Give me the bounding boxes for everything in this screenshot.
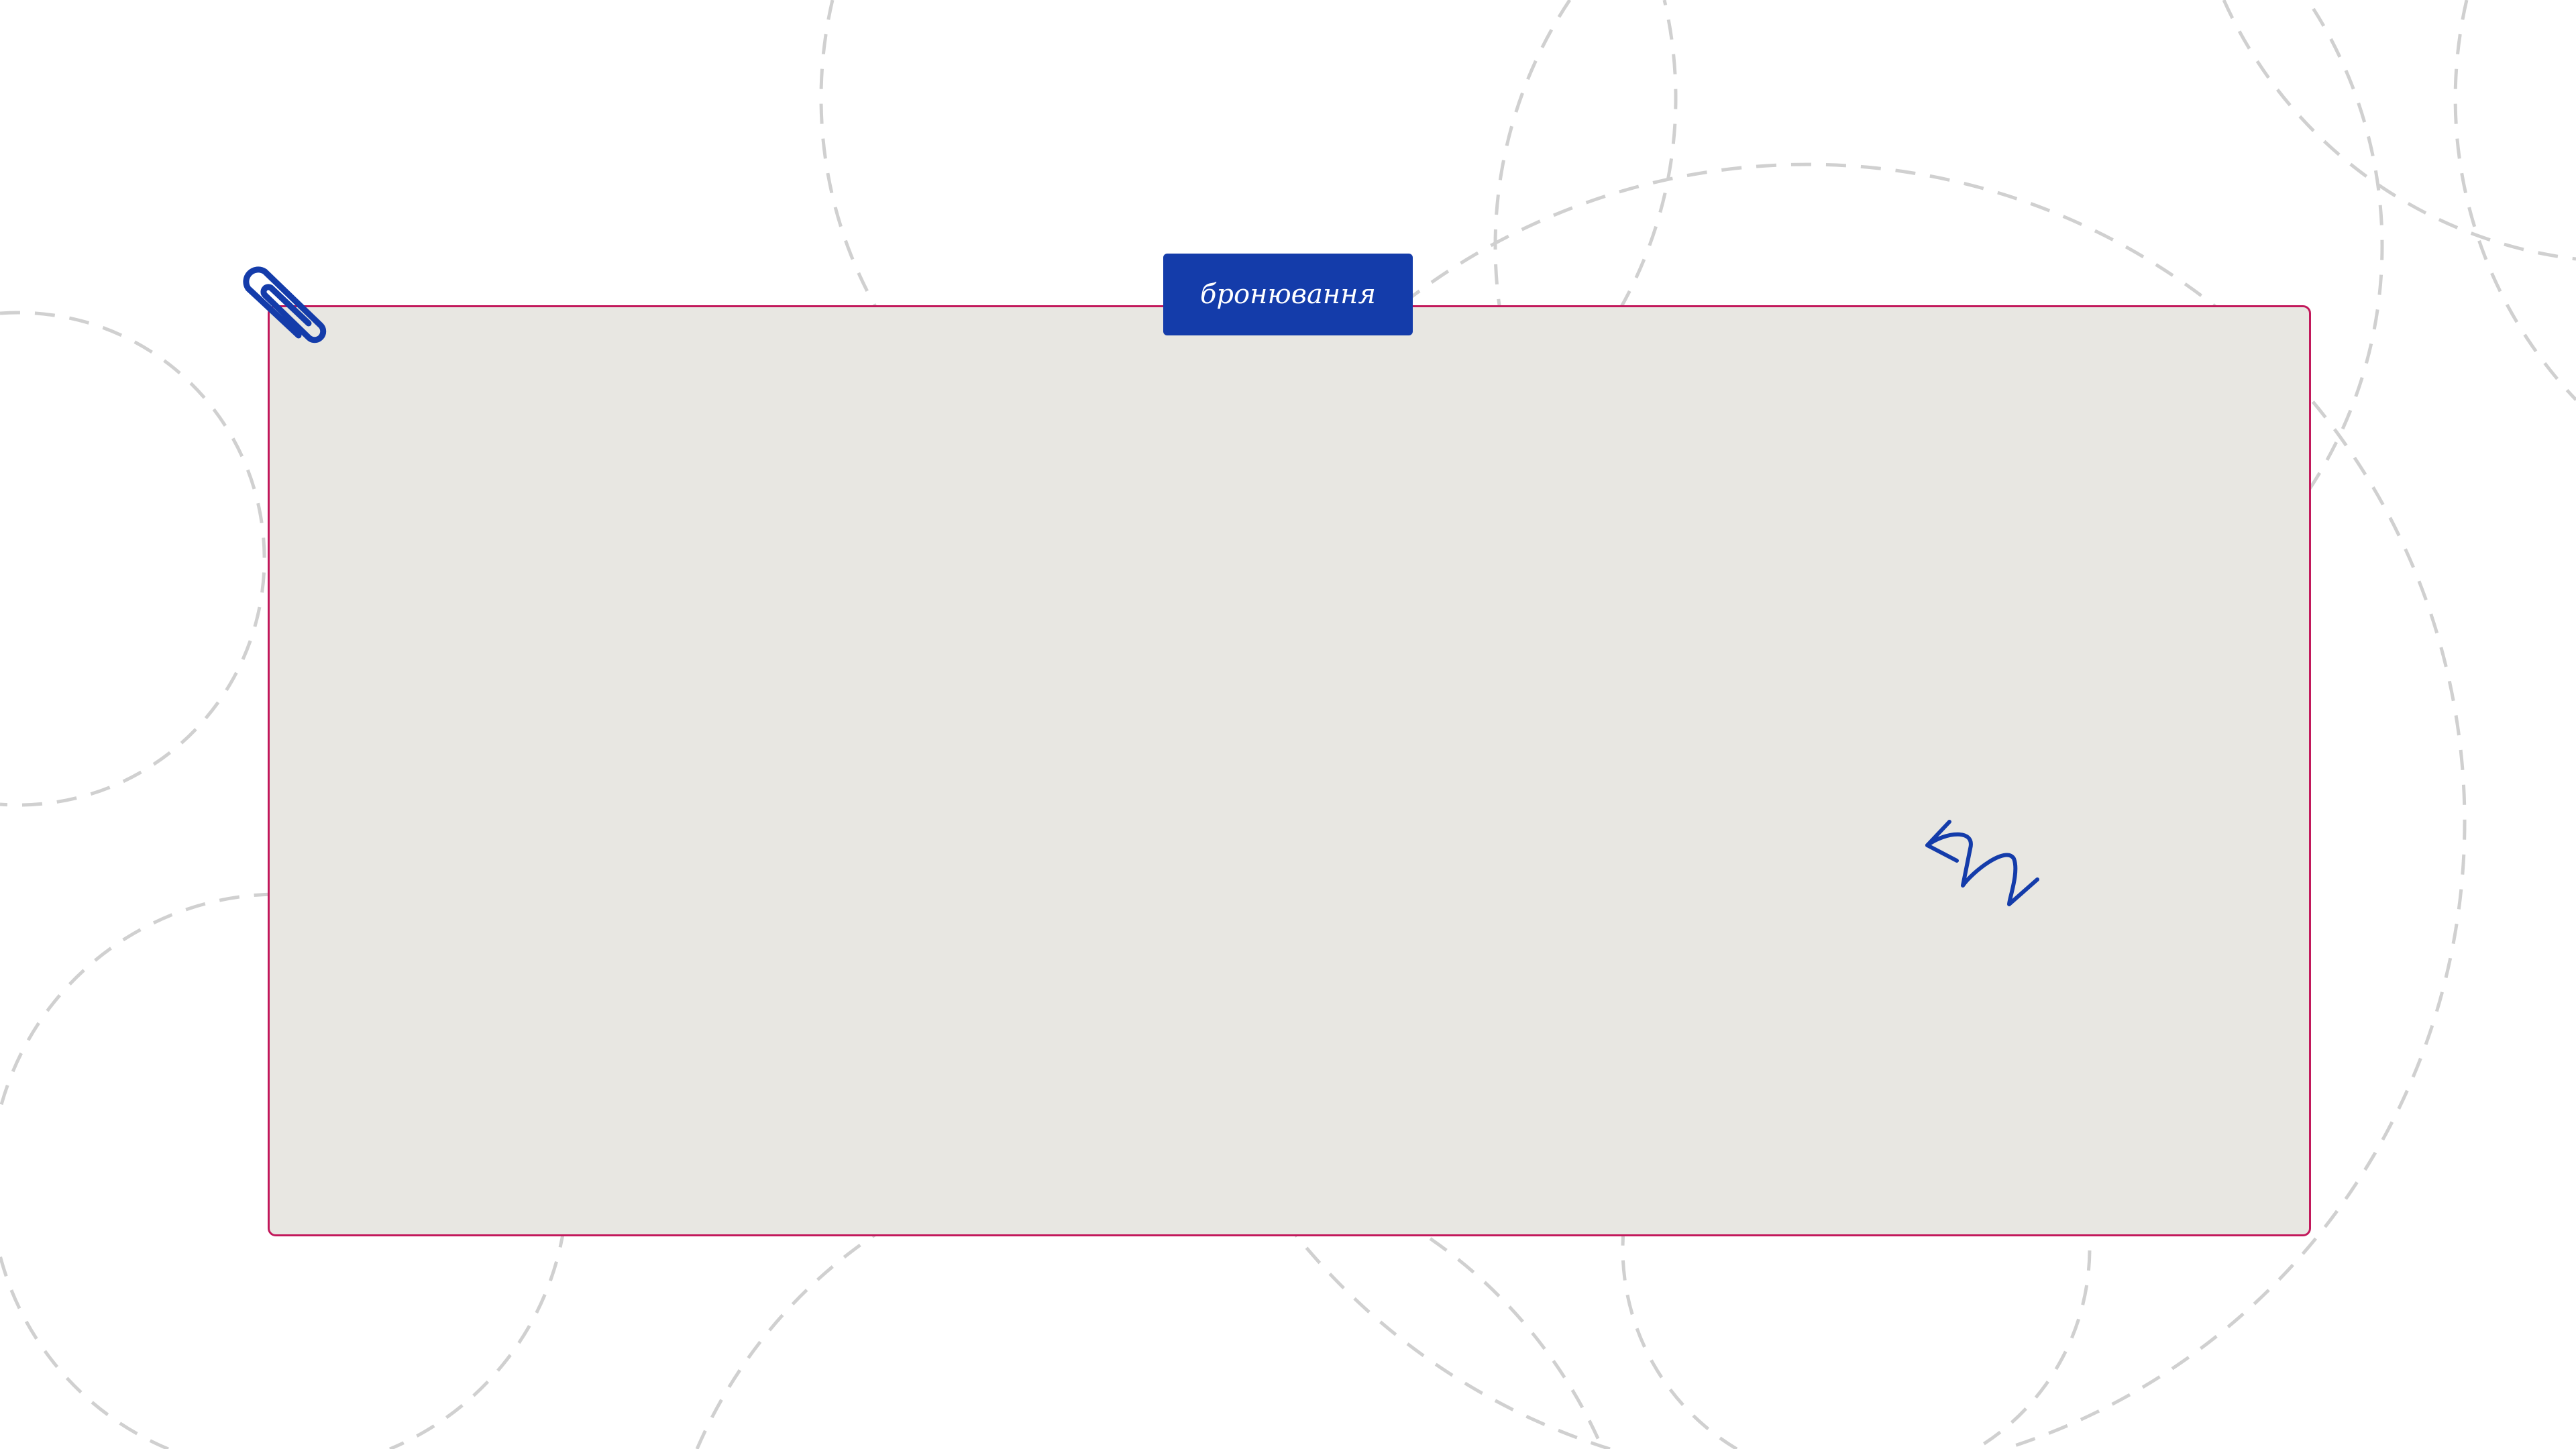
booking-card	[268, 305, 2311, 1236]
booking-tab[interactable]: бронювання	[1163, 254, 1413, 335]
squiggle-arrow-icon	[1925, 820, 2039, 906]
dashed-arc	[2453, 0, 2576, 401]
dashed-arc	[2222, 0, 2576, 261]
booking-tab-label: бронювання	[1200, 279, 1376, 310]
dashed-arc	[0, 311, 266, 807]
paperclip-icon	[243, 266, 327, 343]
dashed-arc	[0, 892, 570, 1449]
